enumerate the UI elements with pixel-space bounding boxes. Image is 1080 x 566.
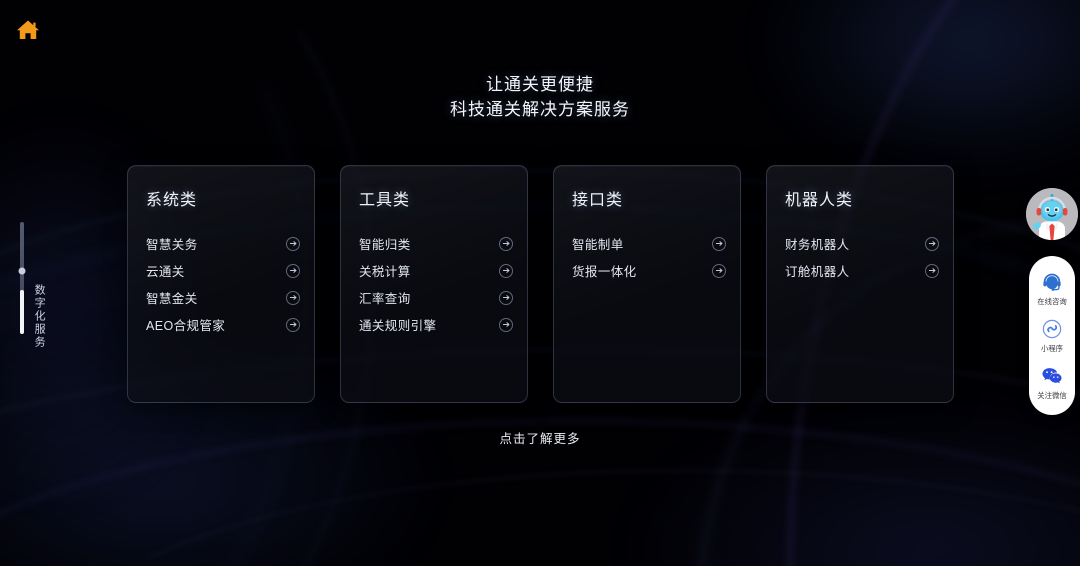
side-item-online-consult[interactable]: 在线咨询 [1029, 266, 1075, 313]
rail-active-segment [20, 290, 24, 334]
left-progress-rail[interactable]: 数字化服务 [14, 222, 58, 372]
list-item-label: 通关规则引擎 [359, 319, 437, 333]
category-card-interface[interactable]: 接口类 智能制单 货报一体化 [553, 165, 741, 403]
list-item-label: 财务机器人 [785, 238, 850, 252]
home-button[interactable] [14, 16, 42, 44]
mini-program-icon [1040, 317, 1064, 341]
side-item-label: 在线咨询 [1037, 297, 1067, 306]
arrow-right-circle-icon[interactable] [499, 290, 513, 305]
list-item-label: 汇率查询 [359, 292, 411, 306]
side-item-label: 关注微信 [1037, 391, 1067, 400]
list-item-label: 智慧关务 [146, 238, 198, 252]
category-card-tools[interactable]: 工具类 智能归类 关税计算 汇率查询 [340, 165, 528, 403]
arrow-right-circle-icon[interactable] [499, 236, 513, 251]
list-item-label: 订舱机器人 [785, 265, 850, 279]
arrow-right-circle-icon[interactable] [286, 317, 300, 332]
list-item[interactable]: 订舱机器人 [785, 257, 939, 284]
side-item-mini-program[interactable]: 小程序 [1029, 313, 1075, 360]
list-item[interactable]: 智慧金关 [146, 284, 300, 311]
robot-mascot-icon [1026, 188, 1078, 240]
arrow-right-circle-icon[interactable] [286, 290, 300, 305]
side-action-panel: 在线咨询 小程序 [1029, 256, 1075, 415]
wechat-icon [1040, 364, 1064, 388]
headline-line-2: 科技通关解决方案服务 [450, 100, 630, 119]
list-item[interactable]: 货报一体化 [572, 257, 726, 284]
robot-mascot-avatar[interactable] [1026, 188, 1078, 240]
arrow-right-circle-icon[interactable] [499, 263, 513, 278]
list-item[interactable]: 智能制单 [572, 230, 726, 257]
rail-dot [18, 267, 26, 275]
list-item-label: 货报一体化 [572, 265, 637, 279]
list-item-label: 关税计算 [359, 265, 411, 279]
learn-more-link[interactable]: 点击了解更多 [499, 432, 581, 446]
arrow-right-circle-icon[interactable] [712, 263, 726, 278]
list-item-label: AEO合规管家 [146, 319, 226, 333]
arrow-right-circle-icon[interactable] [499, 317, 513, 332]
list-item[interactable]: 关税计算 [359, 257, 513, 284]
card-item-list: 智慧关务 云通关 智慧金关 [146, 230, 300, 338]
card-title: 接口类 [572, 192, 624, 209]
side-item-label: 小程序 [1040, 344, 1064, 353]
arrow-right-circle-icon[interactable] [712, 236, 726, 251]
list-item-label: 云通关 [146, 265, 185, 279]
floating-side-widget: 在线咨询 小程序 [1026, 188, 1078, 415]
card-item-list: 财务机器人 订舱机器人 [785, 230, 939, 284]
page-title: 让通关更便捷 科技通关解决方案服务 [0, 72, 1080, 122]
list-item[interactable]: 云通关 [146, 257, 300, 284]
glow-bottom-right [620, 400, 1080, 566]
list-item[interactable]: 财务机器人 [785, 230, 939, 257]
streak-arc-8 [60, 470, 1080, 566]
card-title: 系统类 [146, 192, 198, 209]
list-item[interactable]: 智能归类 [359, 230, 513, 257]
list-item-label: 智慧金关 [146, 292, 198, 306]
arrow-right-circle-icon[interactable] [286, 236, 300, 251]
category-card-robot[interactable]: 机器人类 财务机器人 订舱机器人 [766, 165, 954, 403]
card-title: 机器人类 [785, 192, 854, 209]
headline-line-1: 让通关更便捷 [486, 75, 594, 94]
category-card-system[interactable]: 系统类 智慧关务 云通关 智慧金关 [127, 165, 315, 403]
side-item-wechat[interactable]: 关注微信 [1029, 360, 1075, 407]
category-card-grid: 系统类 智慧关务 云通关 智慧金关 [127, 165, 954, 403]
list-item-label: 智能归类 [359, 238, 411, 252]
list-item-label: 智能制单 [572, 238, 624, 252]
card-item-list: 智能制单 货报一体化 [572, 230, 726, 284]
card-title: 工具类 [359, 192, 411, 209]
list-item[interactable]: AEO合规管家 [146, 311, 300, 338]
arrow-right-circle-icon[interactable] [286, 263, 300, 278]
home-icon [17, 20, 39, 39]
headset-service-icon [1040, 270, 1064, 294]
arrow-right-circle-icon[interactable] [925, 236, 939, 251]
arrow-right-circle-icon[interactable] [925, 263, 939, 278]
list-item[interactable]: 汇率查询 [359, 284, 513, 311]
list-item[interactable]: 通关规则引擎 [359, 311, 513, 338]
rail-track[interactable] [18, 222, 26, 334]
rail-label: 数字化服务 [33, 284, 46, 349]
card-item-list: 智能归类 关税计算 汇率查询 [359, 230, 513, 338]
list-item[interactable]: 智慧关务 [146, 230, 300, 257]
